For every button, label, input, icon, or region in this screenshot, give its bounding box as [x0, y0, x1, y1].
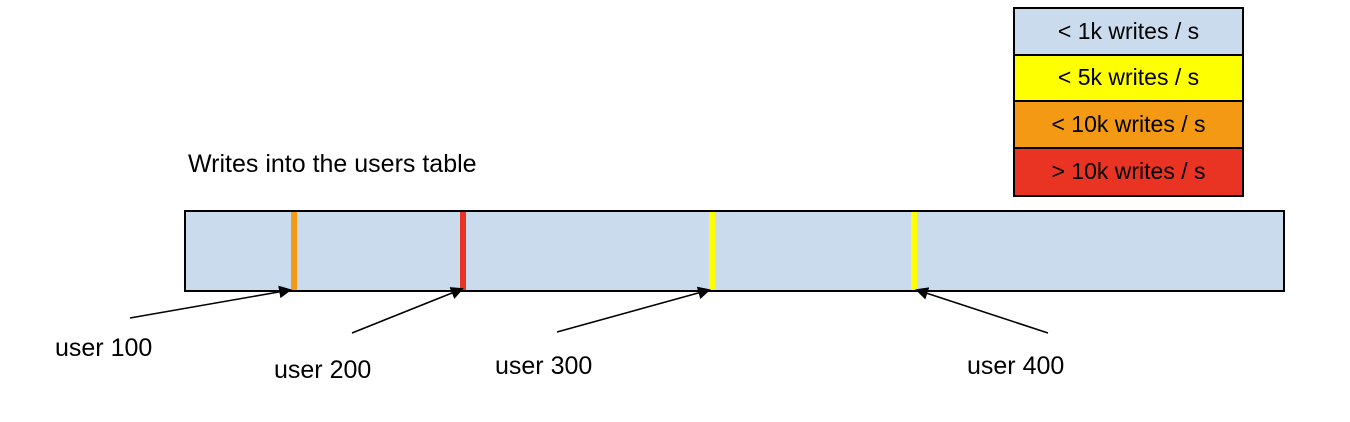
stripe-user-300	[709, 212, 715, 290]
diagram-title: Writes into the users table	[188, 150, 477, 178]
arrow-user-300	[556, 286, 711, 333]
legend-item-lt-5k: < 5k writes / s	[1015, 55, 1242, 102]
users-table-bar	[184, 210, 1285, 292]
stripe-user-100	[291, 212, 297, 290]
legend-item-label: < 5k writes / s	[1057, 64, 1200, 91]
legend-item-label: > 10k writes / s	[1051, 158, 1206, 185]
legend-item-lt-1k: < 1k writes / s	[1015, 9, 1242, 56]
label-user-300: user 300	[495, 352, 593, 380]
label-user-400: user 400	[967, 352, 1065, 380]
legend-item-gt-10k: > 10k writes / s	[1015, 148, 1242, 195]
legend: < 1k writes / s < 5k writes / s < 10k wr…	[1013, 7, 1244, 197]
legend-item-lt-10k: < 10k writes / s	[1015, 102, 1242, 149]
arrow-user-400	[915, 287, 1049, 334]
legend-item-label: < 1k writes / s	[1057, 17, 1200, 44]
label-user-100: user 100	[55, 334, 153, 362]
legend-item-label: < 10k writes / s	[1051, 110, 1206, 137]
label-user-200: user 200	[274, 356, 372, 384]
arrow-user-100	[129, 285, 292, 319]
stripe-user-200	[460, 212, 466, 290]
stripe-user-400	[911, 212, 917, 290]
arrow-user-200	[351, 287, 464, 334]
